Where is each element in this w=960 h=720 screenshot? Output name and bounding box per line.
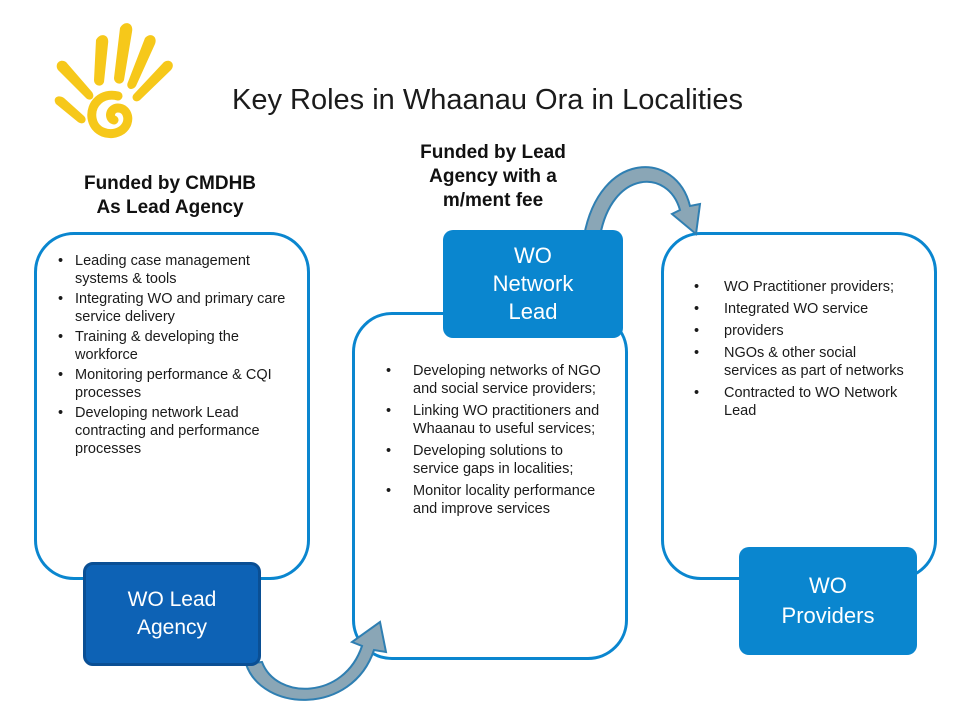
list-item: Monitor locality performance and improve… xyxy=(386,482,606,518)
funding-heading-left-line: As Lead Agency xyxy=(96,197,244,218)
lead-agency-label-line: Agency xyxy=(136,616,208,639)
list-item: providers xyxy=(694,322,910,340)
list-item: Developing network Lead contracting and … xyxy=(58,404,298,458)
list-item: Training & developing the workforce xyxy=(58,328,298,364)
list-item: WO Practitioner providers; xyxy=(694,278,910,296)
list-item: Contracted to WO Network Lead xyxy=(694,384,910,420)
funding-heading-middle-line: Funded by Lead xyxy=(420,142,566,163)
lead-agency-label: WO Lead Agency xyxy=(83,562,261,666)
network-lead-label-line: Network xyxy=(492,271,574,296)
lead-agency-label-line: WO Lead xyxy=(127,588,217,611)
providers-label: WO Providers xyxy=(739,547,917,655)
lead-agency-roles-list: Leading case management systems & tools … xyxy=(58,252,298,460)
list-item: Developing networks of NGO and social se… xyxy=(386,362,606,398)
providers-roles-list: WO Practitioner providers; Integrated WO… xyxy=(694,278,910,424)
list-item: Developing solutions to service gaps in … xyxy=(386,442,606,478)
providers-label-line: WO xyxy=(809,573,847,598)
list-item: Linking WO practitioners and Whaanau to … xyxy=(386,402,606,438)
funding-heading-middle-line: m/ment fee xyxy=(442,190,544,211)
network-lead-label: WO Network Lead xyxy=(443,230,623,338)
funding-heading-middle: Funded by Lead Agency with a m/ment fee xyxy=(378,141,608,213)
list-item: NGOs & other social services as part of … xyxy=(694,344,910,380)
list-item: Integrating WO and primary care service … xyxy=(58,290,298,326)
list-item: Leading case management systems & tools xyxy=(58,252,298,288)
funding-heading-left: Funded by CMDHB As Lead Agency xyxy=(40,172,300,220)
network-lead-roles-list: Developing networks of NGO and social se… xyxy=(386,362,606,522)
funding-heading-middle-line: Agency with a xyxy=(429,166,557,187)
list-item: Monitoring performance & CQI processes xyxy=(58,366,298,402)
network-lead-label-line: WO xyxy=(514,243,552,268)
page-title: Key Roles in Whaanau Ora in Localities xyxy=(232,84,743,116)
funding-heading-left-line: Funded by CMDHB xyxy=(83,173,257,194)
list-item: Integrated WO service xyxy=(694,300,910,318)
network-lead-label-line: Lead xyxy=(508,299,558,324)
providers-label-line: Providers xyxy=(781,603,875,628)
